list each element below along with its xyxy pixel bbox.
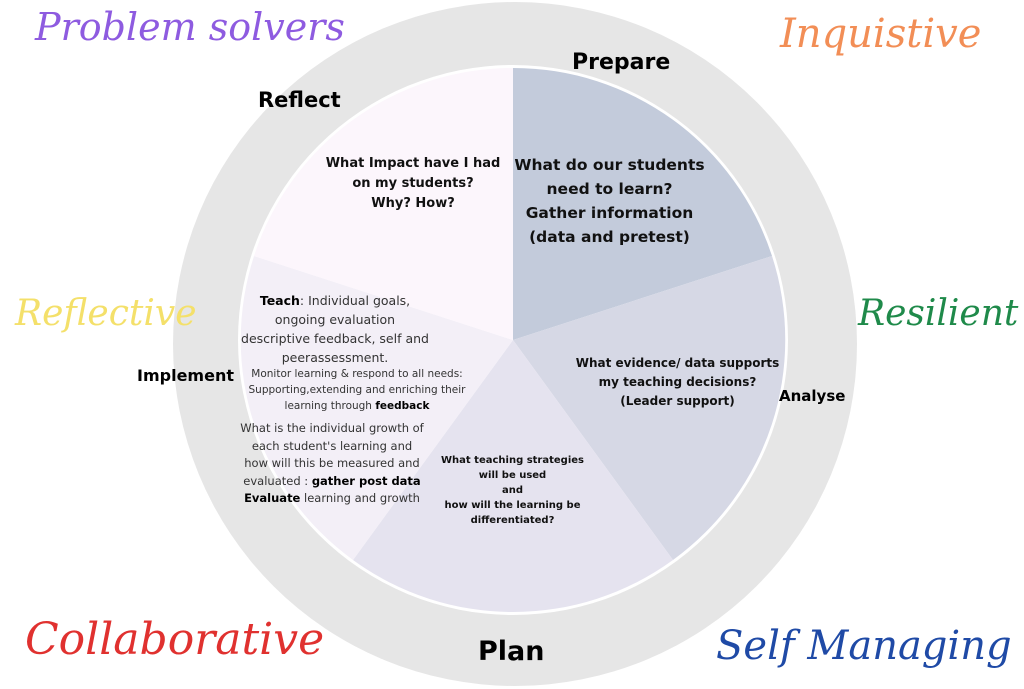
attribute-resilient: Resilient (858, 293, 1019, 334)
evaluate-line: Evaluate learning and growth (222, 490, 442, 508)
prepare-line: (data and pretest) (529, 228, 690, 246)
attribute-self-managing: Self Managing (716, 623, 1012, 669)
gather-post-data-bold: gather post data (311, 473, 421, 488)
prepare-line: need to learn? (546, 180, 673, 198)
implement-line: peerassessment. (281, 350, 389, 365)
segment-text-reflect: What Impact have I had on my students? W… (318, 154, 508, 214)
evaluated-text: evaluated : (243, 473, 312, 488)
segment-analyse (513, 256, 786, 560)
implement-line: descriptive feedback, self and (241, 331, 429, 346)
reflect-line: What Impact have I had (325, 156, 501, 171)
feedback-bold: feedback (375, 400, 430, 412)
phase-label-prepare: Prepare (572, 50, 671, 75)
plan-line: and (501, 485, 524, 496)
prepare-line: Gather information (525, 204, 694, 222)
implement-line: ongoing evaluation (274, 312, 396, 327)
phase-label-analyse: Analyse (779, 387, 846, 405)
analyse-line: (Leader support) (620, 394, 735, 408)
attribute-reflective: Reflective (15, 293, 197, 334)
implement-teach-line: Teach: Individual goals, (215, 291, 455, 310)
segment-text-plan: What teaching strategies will be used an… (425, 453, 600, 528)
attribute-collaborative: Collaborative (25, 614, 325, 665)
segment-text-implement: Teach: Individual goals, ongoing evaluat… (215, 291, 455, 367)
reflect-line: Why? How? (371, 196, 455, 211)
attribute-problem-solvers: Problem solvers (35, 5, 345, 49)
monitor-last: learning through (284, 400, 376, 412)
teach-rest: : Individual goals, (299, 293, 411, 308)
plan-line: how will the learning be (444, 500, 581, 511)
attribute-inquisitive: Inquistive (780, 11, 982, 57)
phase-label-plan: Plan (478, 636, 545, 667)
analyse-line: What evidence/ data supports (575, 356, 780, 370)
reflect-line: on my students? (352, 176, 474, 191)
segment-implement (240, 256, 513, 560)
monitor-line: Supporting,extending and enriching their (248, 384, 466, 396)
segment-plan (353, 340, 673, 613)
plan-line: will be used (478, 470, 547, 481)
teach-bold: Teach (259, 293, 300, 308)
monitor-line: Monitor learning & respond to all needs: (251, 368, 463, 380)
segment-text-analyse: What evidence/ data supports my teaching… (565, 354, 790, 411)
phase-label-reflect: Reflect (258, 88, 341, 112)
plan-line: What teaching strategies (441, 455, 584, 466)
analyse-line: my teaching decisions? (598, 375, 757, 389)
monitor-line-last: learning through feedback (232, 398, 482, 414)
segment-text-growth: What is the individual growth of each st… (222, 420, 442, 508)
evaluate-rest: learning and growth (300, 491, 420, 505)
growth-line: What is the individual growth of (240, 421, 424, 435)
prepare-line: What do our students (514, 156, 705, 174)
growth-line: each student's learning and (251, 438, 413, 453)
segment-reflect (254, 67, 513, 340)
phase-label-implement: Implement (137, 366, 234, 385)
plan-line: differentiated? (470, 515, 555, 526)
segment-text-monitor: Monitor learning & respond to all needs:… (232, 366, 482, 414)
growth-line: how will this be measured and (244, 456, 420, 470)
segment-prepare (513, 67, 772, 340)
evaluate-bold: Evaluate (244, 491, 301, 505)
segment-text-prepare: What do our students need to learn? Gath… (512, 153, 707, 249)
growth-evaluated-line: evaluated : gather post data (222, 473, 442, 491)
